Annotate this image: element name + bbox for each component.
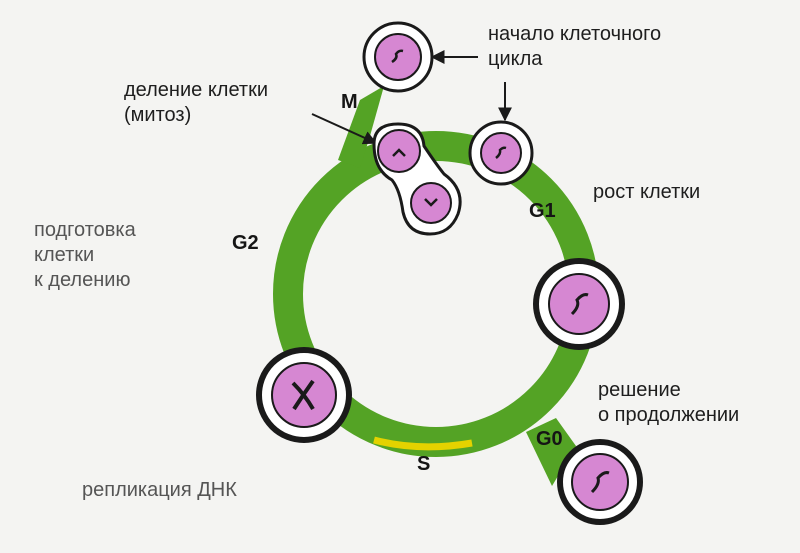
label-cycle-start: начало клеточного цикла	[488, 23, 662, 70]
phase-m-label: M	[341, 91, 358, 113]
arrow-to-dividing-cell	[311, 113, 378, 145]
phase-g2-label: G2	[232, 232, 259, 254]
g0-branch	[526, 418, 576, 486]
cell-g1	[468, 120, 534, 186]
s-phase-band	[373, 436, 473, 451]
m-phase-branch	[338, 86, 384, 168]
cell-grown	[533, 258, 625, 350]
cell-replicated	[256, 347, 352, 443]
label-preparation: подготовка клетки к делению	[34, 219, 136, 291]
phase-g1-label: G1	[529, 200, 556, 222]
phase-s-label: S	[417, 453, 431, 475]
phase-g0-label: G0	[536, 428, 563, 450]
label-replication: репликация ДНК	[82, 479, 237, 501]
cell-start	[362, 21, 434, 93]
label-growth: рост клетки	[593, 181, 701, 203]
cell-dividing	[372, 122, 462, 236]
cell-g0	[557, 439, 643, 525]
label-division: деление клетки (митоз)	[124, 79, 269, 126]
label-decision: решение о продолжении	[598, 379, 740, 426]
